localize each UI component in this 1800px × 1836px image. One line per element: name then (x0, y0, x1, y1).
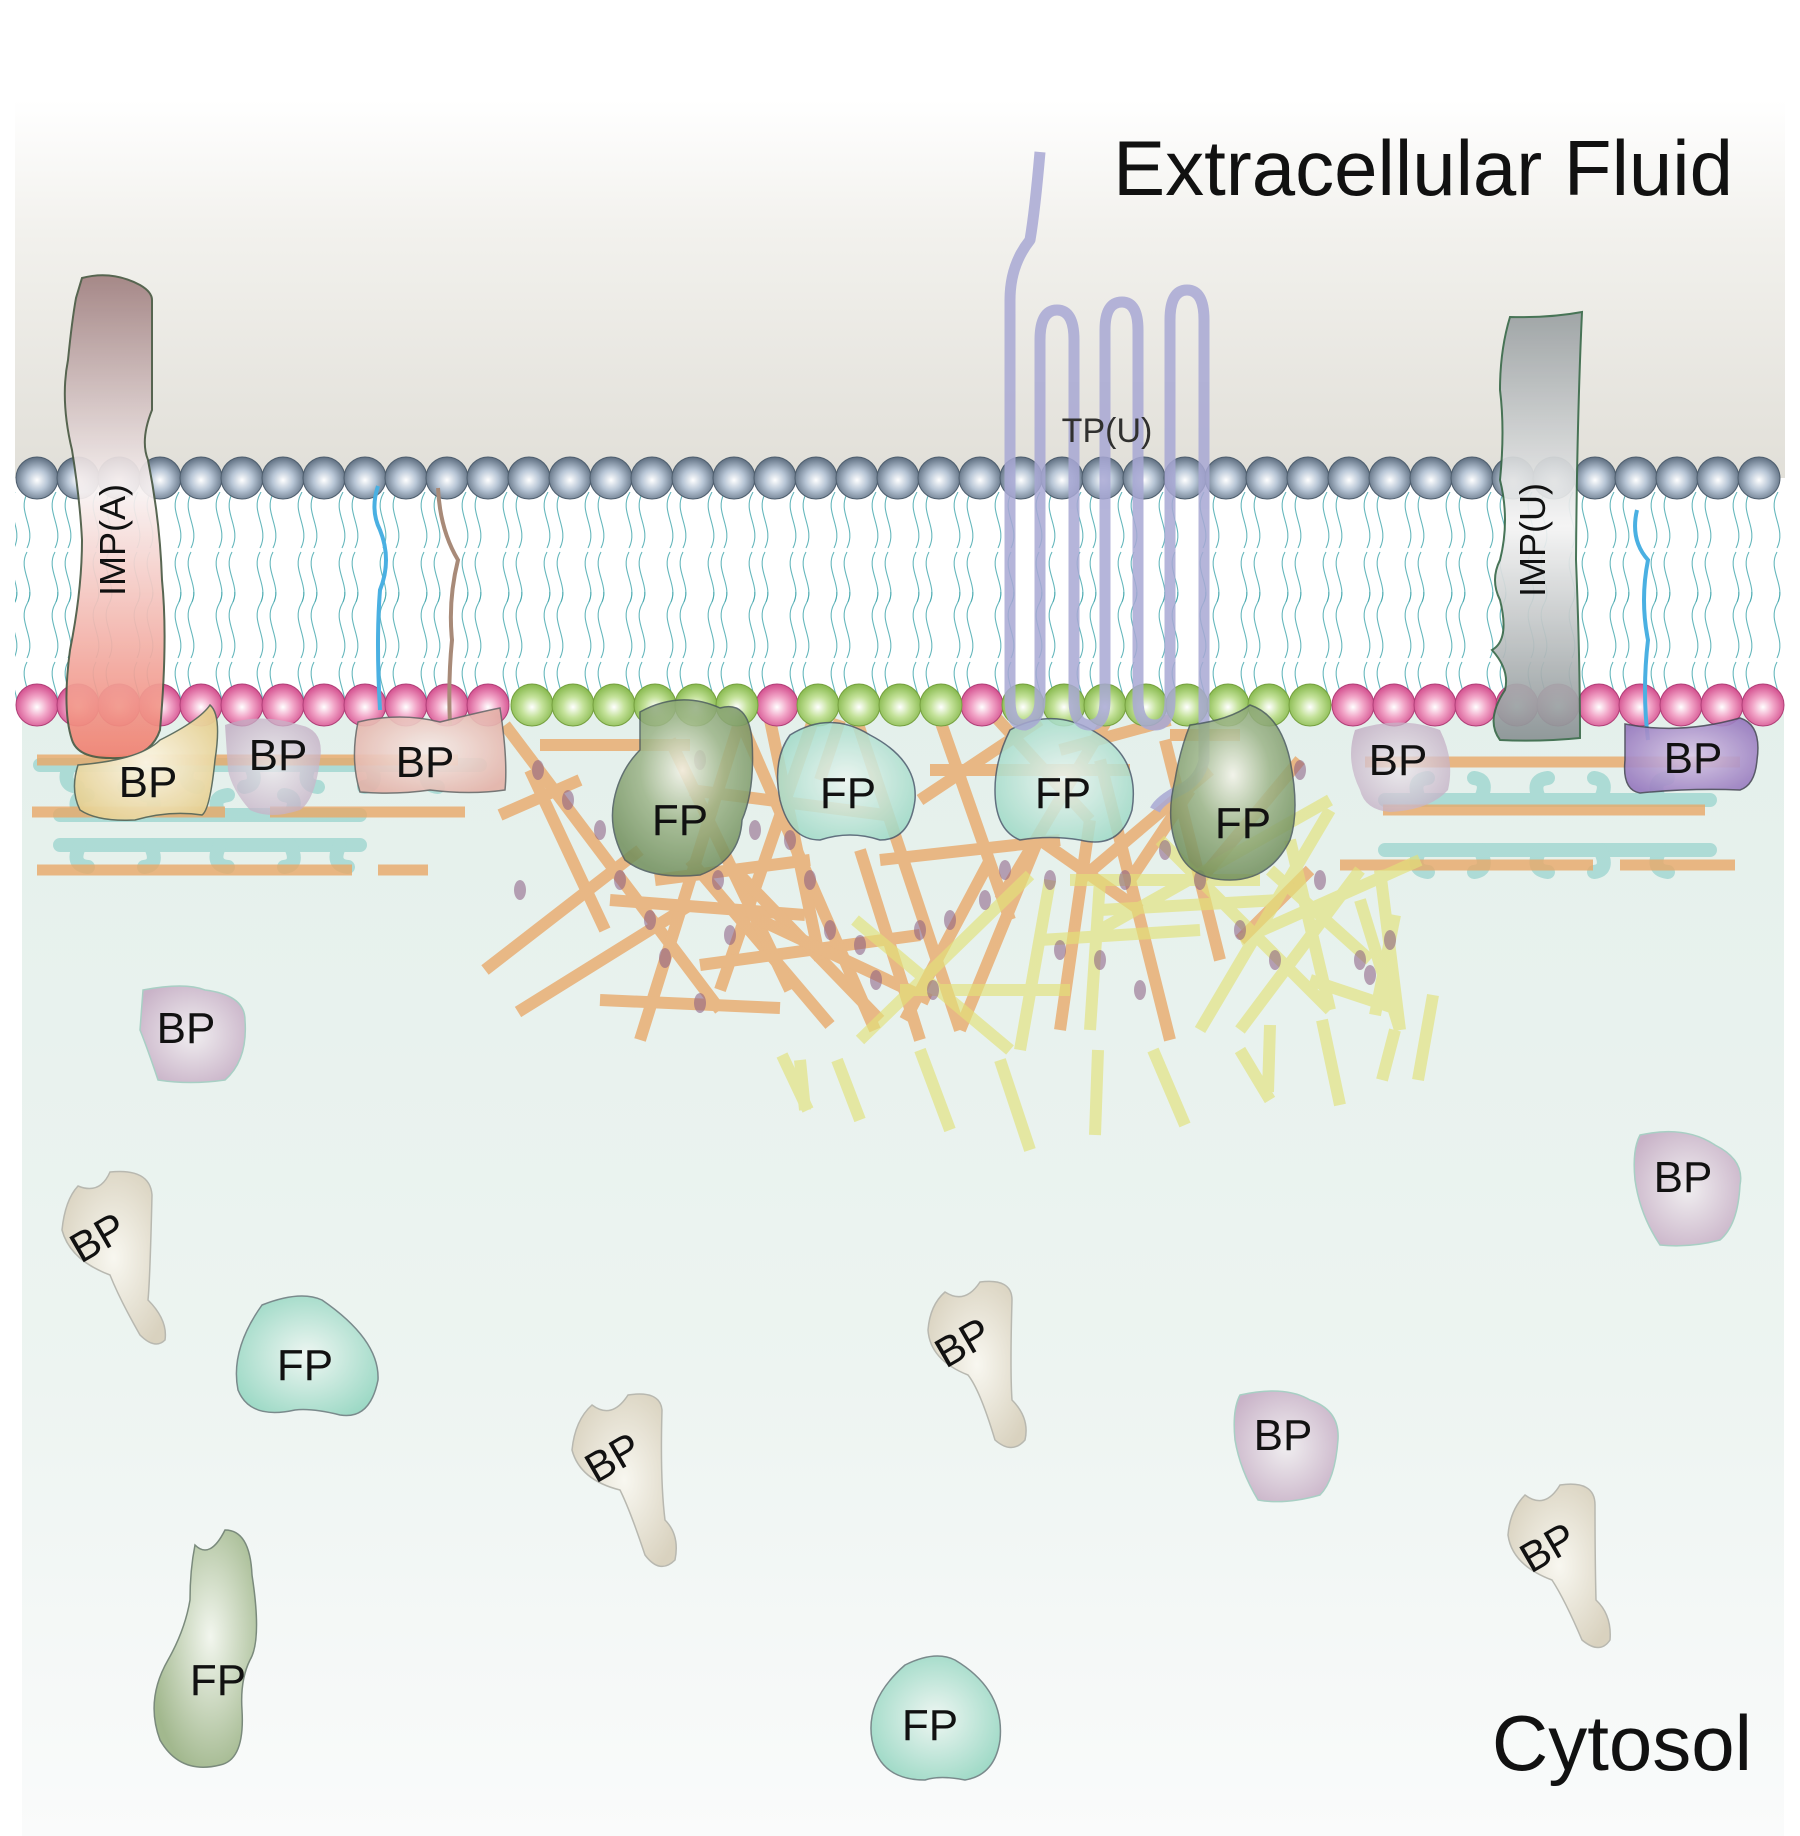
cortex-fp-4[interactable]: FP (1169, 704, 1296, 881)
cytosol-label: Cytosol (1492, 1699, 1752, 1787)
cytosol-fp-teal-1[interactable]: FP (235, 1295, 379, 1417)
imp-a-label: IMP(A) (92, 484, 133, 596)
fp-label: FP (820, 769, 876, 818)
cytosol-bp-beige-3[interactable]: BP (927, 1280, 1027, 1449)
fp-label: FP (1215, 799, 1271, 848)
cytosol-bp-lilac-3[interactable]: BP (1633, 1130, 1742, 1247)
tp-u-label: TP(U) (1062, 412, 1153, 450)
fp-label: FP (277, 1341, 333, 1390)
fp-label: FP (902, 1701, 958, 1750)
cytosol-bp-lilac-1[interactable]: BP (139, 985, 247, 1084)
cytosol-region (22, 700, 1784, 1836)
bp-label: BP (249, 731, 308, 780)
extracellular-region (15, 100, 1785, 480)
cytosol-bp-lilac-2[interactable]: BP (1233, 1390, 1339, 1503)
lipid-anchor-brown (436, 487, 461, 726)
membrane-bp-2[interactable]: BP (225, 718, 321, 816)
extracellular-fluid-label: Extracellular Fluid (1113, 124, 1733, 212)
lipid-anchor-blue-1 (372, 485, 388, 711)
fp-label: FP (1035, 769, 1091, 818)
cortex-fp-2[interactable]: FP (776, 721, 916, 841)
cytosol-bp-beige-1[interactable]: BP (61, 1170, 167, 1345)
bp-label: BP (1664, 734, 1723, 783)
lipid-tails-upper (15, 492, 1785, 602)
imp-u-label: IMP(U) (1512, 483, 1553, 597)
membrane-bp-3[interactable]: BP (353, 707, 507, 794)
cytosol-fp-olive[interactable]: FP (153, 1529, 258, 1768)
membrane-bp-1[interactable]: BP (73, 703, 219, 822)
fp-label: FP (652, 796, 708, 845)
integral-protein-imp-a[interactable]: IMP(A) (63, 274, 166, 760)
transmembrane-protein-tp-u[interactable]: TP(U) (1004, 151, 1210, 813)
bp-label: BP (396, 738, 455, 787)
membrane-bp-4[interactable]: BP (1351, 722, 1451, 813)
cytosol-fp-teal-2[interactable]: FP (870, 1655, 1002, 1781)
fp-label: FP (190, 1656, 246, 1705)
bp-label: BP (157, 1004, 216, 1053)
integral-protein-imp-u[interactable]: IMP(U) (1490, 310, 1584, 742)
bp-label: BP (1254, 1411, 1313, 1460)
bp-label: BP (119, 758, 178, 807)
lipid-anchor-blue-2 (1633, 509, 1651, 741)
cortex-fp-1[interactable]: FP (611, 699, 754, 877)
cortex-fp-3[interactable]: FP (994, 717, 1135, 843)
bp-label: BP (1654, 1153, 1713, 1202)
bp-label: BP (1369, 736, 1428, 785)
membrane-bp-5[interactable]: BP (1623, 717, 1759, 794)
cytosol-bp-beige-2[interactable]: BP (571, 1393, 677, 1568)
cytosol-bp-beige-4[interactable]: BP (1507, 1483, 1611, 1649)
